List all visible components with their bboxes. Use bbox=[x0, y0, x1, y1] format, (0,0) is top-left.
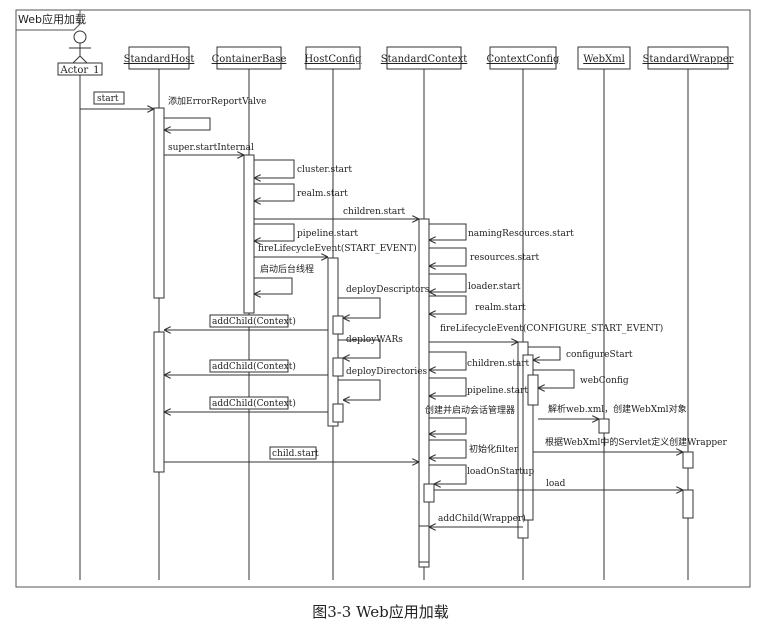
msg-addchild-2: addChild(Context) bbox=[212, 361, 296, 372]
activation-standardcontext-1 bbox=[418, 218, 430, 568]
msg-load-on-startup-line bbox=[429, 464, 467, 484]
activation-hostconfig-3 bbox=[332, 357, 344, 377]
lifeline-webxml: WebXml bbox=[577, 46, 631, 580]
msg-configure-start: configureStart bbox=[566, 350, 633, 360]
frame-title-tab bbox=[16, 10, 81, 31]
msg-create-wrapper: 根据WebXml中的Servlet定义创建Wrapper bbox=[545, 436, 727, 448]
msg-addchild-1: addChild(Context) bbox=[212, 316, 296, 327]
msg-web-config: webConfig bbox=[580, 376, 629, 386]
activation-hostconfig-2 bbox=[332, 315, 344, 335]
msg-loader-start-line bbox=[429, 273, 467, 292]
msg-addchild-3: addChild(Context) bbox=[212, 398, 296, 409]
lifeline-label-standardhost: StandardHost bbox=[124, 54, 195, 65]
msg-session-manager-line bbox=[429, 417, 467, 434]
msg-load-on-startup: loadOnStartup bbox=[467, 467, 534, 477]
msg-loader-start: loader.start bbox=[468, 282, 521, 292]
lifeline-label-webxml: WebXml bbox=[583, 54, 625, 65]
msg-parse-webxml: 解析web.xml，创建WebXml对象 bbox=[548, 403, 687, 415]
messages: start 添加ErrorReportValve super.startInte… bbox=[80, 91, 727, 527]
lifeline-label-standardwrapper: StandardWrapper bbox=[643, 54, 734, 65]
msg-add-child-wrapper: addChild(Wrapper) bbox=[438, 513, 526, 524]
msg-cluster-start-line bbox=[254, 159, 295, 178]
activation-standardhost-1 bbox=[153, 107, 165, 299]
msg-ctx-children-start-line bbox=[429, 351, 467, 370]
lifeline-label-containerbase: ContainerBase bbox=[212, 54, 287, 65]
msg-bg-thread: 启动后台线程 bbox=[260, 263, 314, 275]
msg-cluster-start: cluster.start bbox=[297, 165, 352, 175]
msg-child-start: child.start bbox=[272, 449, 319, 459]
msg-bg-thread-line bbox=[254, 277, 293, 294]
activation-standardwrapper-2 bbox=[682, 489, 694, 519]
frame-title: Web应用加载 bbox=[18, 13, 86, 26]
msg-ctx-realm-start-line bbox=[429, 295, 467, 314]
msg-ctx-children-start: children.start bbox=[467, 359, 530, 369]
msg-web-config-line bbox=[533, 369, 575, 388]
msg-super-start: super.startInternal bbox=[168, 143, 254, 153]
msg-add-valve: 添加ErrorReportValve bbox=[168, 96, 266, 107]
msg-init-filter-line bbox=[429, 439, 467, 458]
msg-ctx-pipeline-start: pipeline.start bbox=[467, 386, 528, 396]
msg-configure-start-line bbox=[528, 346, 561, 360]
msg-realm-start: realm.start bbox=[297, 189, 348, 199]
msg-deploy-descriptors-line bbox=[338, 297, 381, 318]
lifeline-hostconfig: HostConfig bbox=[304, 46, 362, 580]
msg-resources-start-line bbox=[429, 247, 467, 266]
activation-hostconfig-1 bbox=[327, 257, 339, 427]
activation-webxml bbox=[598, 418, 610, 434]
msg-init-filter: 初始化filter bbox=[469, 443, 519, 455]
msg-pipeline-start: pipeline.start bbox=[297, 229, 358, 239]
activation-contextconfig-3 bbox=[527, 374, 539, 406]
msg-fire-configure: fireLifecycleEvent(CONFIGURE_START_EVENT… bbox=[440, 323, 663, 334]
activation-containerbase bbox=[243, 154, 255, 314]
msg-ctx-pipeline-start-line bbox=[429, 377, 467, 396]
msg-deploy-wars-line bbox=[338, 339, 381, 358]
activation-bars bbox=[153, 107, 694, 568]
lifeline-label-contextconfig: ContextConfig bbox=[487, 54, 560, 65]
msg-realm-start-line bbox=[254, 183, 295, 201]
msg-resources-start: resources.start bbox=[470, 253, 540, 263]
actor: Actor_1 bbox=[57, 30, 103, 76]
msg-start: start bbox=[97, 94, 119, 104]
msg-naming-resources: namingResources.start bbox=[468, 229, 574, 239]
activation-standardcontext-3 bbox=[418, 525, 430, 563]
figure-caption: 图3-3 Web应用加载 bbox=[312, 603, 449, 621]
actor-label: Actor_1 bbox=[59, 65, 99, 76]
activation-standardwrapper-1 bbox=[682, 451, 694, 469]
msg-naming-resources-line bbox=[429, 223, 467, 240]
msg-add-valve-line bbox=[164, 117, 211, 130]
msg-deploy-wars: deployWARs bbox=[346, 335, 403, 345]
msg-deploy-dirs: deployDirectories bbox=[346, 367, 428, 377]
activation-hostconfig-4 bbox=[332, 403, 344, 423]
activation-standardhost-2 bbox=[153, 331, 165, 473]
diagram-frame bbox=[15, 9, 751, 588]
activation-contextconfig-2 bbox=[522, 354, 534, 521]
msg-pipeline-start-line bbox=[254, 223, 295, 241]
lifeline-label-standardcontext: StandardContext bbox=[381, 54, 468, 65]
msg-ctx-realm-start: realm.start bbox=[475, 303, 526, 313]
activation-standardcontext-2 bbox=[423, 483, 435, 503]
lifeline-containerbase: ContainerBase bbox=[212, 46, 287, 580]
msg-load: load bbox=[546, 479, 566, 489]
msg-deploy-descriptors: deployDescriptors bbox=[346, 285, 430, 295]
msg-session-manager: 创建并启动会话管理器 bbox=[425, 404, 515, 416]
msg-deploy-dirs-line bbox=[338, 379, 381, 400]
msg-children-start: children.start bbox=[343, 207, 406, 217]
msg-fire-start-event: fireLifecycleEvent(START_EVENT) bbox=[258, 243, 417, 254]
lifeline-label-hostconfig: HostConfig bbox=[304, 54, 362, 65]
actor-head bbox=[73, 30, 87, 44]
